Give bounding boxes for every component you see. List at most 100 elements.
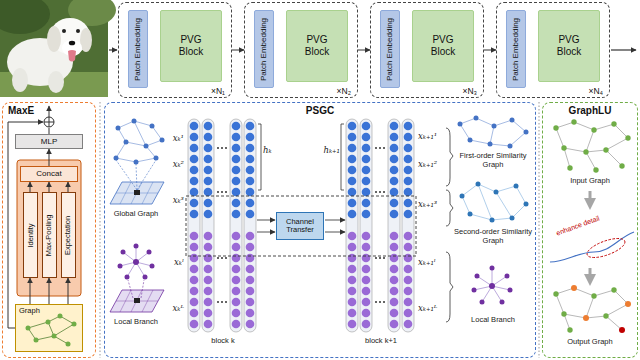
feature-columns xyxy=(204,276,213,285)
feature-columns xyxy=(348,122,357,131)
block-label: PVG Block xyxy=(425,34,461,58)
flow-arrow xyxy=(109,49,117,50)
feature-columns xyxy=(390,133,399,142)
feature-columns xyxy=(362,144,371,153)
feature-columns xyxy=(404,199,413,208)
graphlu-illustration xyxy=(614,124,628,138)
block-label: PVG Block xyxy=(173,34,209,58)
connector-arrow xyxy=(232,50,244,51)
first-order-graph xyxy=(490,126,494,144)
feature-columns xyxy=(232,133,241,142)
panel-title: PSGC xyxy=(306,105,334,116)
psgc-annotations xyxy=(186,196,416,256)
feature-columns xyxy=(379,257,381,259)
feature-columns xyxy=(362,254,371,263)
feature-columns xyxy=(390,254,399,263)
box-label: Expectation xyxy=(64,215,73,254)
feature-columns xyxy=(221,191,223,193)
local-branch-graph xyxy=(128,280,133,298)
graphlu-illustration xyxy=(625,301,631,307)
input-box: Graph xyxy=(15,304,83,352)
graphlu-illustration xyxy=(603,313,608,318)
feature-columns xyxy=(362,265,371,274)
psgc-annotations xyxy=(258,124,261,190)
pvg-block: PVG Block xyxy=(538,10,600,82)
psgc-annotations xyxy=(446,190,453,226)
box-label: Max-Pooling xyxy=(45,214,54,256)
global-graph xyxy=(134,190,140,195)
local-branch-graph xyxy=(110,244,164,313)
second-order-graph xyxy=(512,204,526,218)
dog-photo xyxy=(47,26,61,52)
feature-columns xyxy=(225,147,227,149)
feature-columns xyxy=(390,199,399,208)
graph-caption: Local Branch xyxy=(106,318,166,327)
separator-line xyxy=(100,102,539,358)
first-order-graph xyxy=(458,122,463,127)
dog-photo xyxy=(0,0,116,97)
global-graph xyxy=(116,160,156,190)
global-graph xyxy=(137,160,156,190)
graphlu-illustration xyxy=(591,127,596,132)
connector-arrow xyxy=(49,182,50,192)
feature-symbol: xₖ² xyxy=(164,160,184,170)
feature-columns xyxy=(390,309,399,318)
feature-columns xyxy=(390,320,399,329)
graphlu-illustration xyxy=(556,294,564,314)
graph-caption: Output Graph xyxy=(548,338,632,347)
feature-symbol: hₖ xyxy=(263,146,277,156)
feature-columns xyxy=(232,320,241,329)
feature-columns xyxy=(204,133,213,142)
first-order-graph xyxy=(510,118,515,123)
feature-columns xyxy=(362,309,371,318)
maxe-illustration xyxy=(8,122,43,328)
global-graph xyxy=(134,121,152,126)
repeat-count: ×N₃ xyxy=(462,87,477,96)
graphlu-illustration xyxy=(585,235,627,262)
connector-arrow xyxy=(68,182,69,192)
box-label: Concat xyxy=(36,170,61,178)
graphlu-illustration xyxy=(594,290,614,296)
feature-columns xyxy=(348,155,357,164)
feature-columns xyxy=(362,199,371,208)
feature-columns xyxy=(404,133,413,142)
feature-columns xyxy=(348,287,357,296)
graphlu-illustration xyxy=(619,163,624,168)
feature-columns xyxy=(362,320,371,329)
global-graph xyxy=(144,144,149,149)
graph-caption: Input Graph xyxy=(548,177,632,186)
local-star-graph xyxy=(472,266,513,305)
patch-embedding-block: Patch Embedding xyxy=(254,10,274,88)
feature-symbol: xₖˡ xyxy=(164,258,184,268)
feature-columns xyxy=(190,133,199,142)
feature-columns xyxy=(232,122,241,131)
feature-columns xyxy=(362,177,371,186)
graphlu-illustration xyxy=(619,327,625,333)
graphlu-illustration xyxy=(553,287,616,332)
maxe-illustration xyxy=(54,324,74,336)
box-label: Graph xyxy=(19,307,40,315)
feature-columns xyxy=(404,254,413,263)
block-label: PVG Block xyxy=(551,34,587,58)
graphlu-illustration xyxy=(564,148,586,152)
graphlu-illustration xyxy=(553,125,558,130)
panel-title: GraphLU xyxy=(569,105,612,116)
feature-columns xyxy=(390,166,399,175)
connector-arrow xyxy=(49,149,50,166)
graphlu-illustration xyxy=(574,122,594,130)
feature-columns xyxy=(348,177,357,186)
feature-columns xyxy=(190,287,199,296)
feature-columns xyxy=(404,166,413,175)
second-order-graph xyxy=(462,184,526,220)
graph-caption: Local Branch xyxy=(452,316,534,325)
feature-columns xyxy=(390,276,399,285)
second-order-graph xyxy=(460,194,465,199)
graphlu-illustration xyxy=(593,167,598,172)
feature-columns xyxy=(404,177,413,186)
global-graph xyxy=(134,121,146,146)
graphlu-illustration xyxy=(586,316,606,318)
global-graph xyxy=(116,126,121,131)
feature-columns xyxy=(404,309,413,318)
second-order-graph xyxy=(460,182,529,223)
feature-columns xyxy=(190,243,199,252)
